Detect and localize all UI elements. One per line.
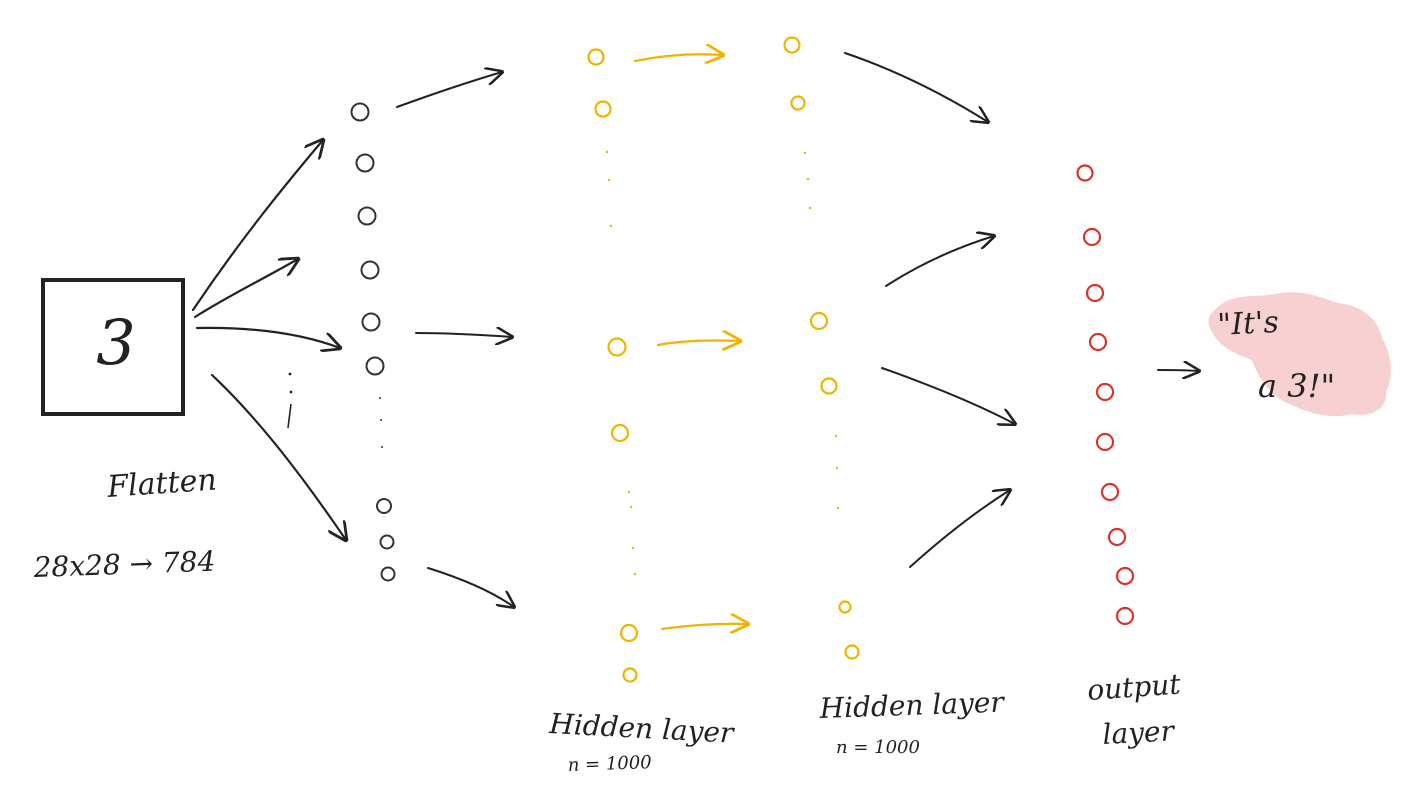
input-fan-arrows — [191, 140, 346, 540]
input-neuron — [380, 566, 396, 582]
input-image-frame — [41, 278, 185, 416]
arrow — [195, 326, 340, 348]
output-title-line1: output — [1086, 667, 1182, 706]
input-neuron — [376, 498, 392, 514]
hidden2-neuron — [844, 644, 860, 660]
hidden2-neuron — [838, 600, 852, 614]
input-fan-ellipsis — [287, 372, 293, 429]
output-neuron — [1088, 332, 1108, 352]
arrow — [885, 236, 994, 287]
arrow — [210, 373, 346, 540]
hidden1-neuron — [594, 100, 612, 118]
output-title-line2: layer — [1102, 714, 1177, 751]
prediction-line1: "It's — [1217, 305, 1280, 343]
hidden2-ellipsis — [803, 151, 840, 510]
output-neuron — [1115, 566, 1135, 586]
hidden2-size: n = 1000 — [836, 737, 920, 758]
input-layer-ellipsis — [378, 396, 384, 449]
flatten-label: Flatten — [105, 462, 218, 505]
arrow — [193, 259, 298, 319]
output-neuron — [1100, 482, 1120, 502]
input-to-hidden1-arrows — [396, 72, 514, 607]
input-neuron — [350, 102, 370, 122]
arrow — [909, 490, 1010, 568]
prediction-highlight — [1208, 292, 1391, 417]
hidden2-neuron — [820, 377, 838, 395]
hidden1-size: n = 1000 — [567, 752, 652, 776]
input-neuron — [360, 260, 380, 280]
arrow — [844, 52, 988, 122]
arrow — [633, 54, 723, 61]
hidden2-neuron — [783, 36, 801, 54]
arrow — [656, 340, 740, 345]
output-neuron — [1107, 527, 1127, 547]
input-neuron — [365, 356, 385, 376]
hidden-layer-2 — [783, 36, 860, 660]
input-shape-label: 28x28 → 784 — [32, 545, 216, 584]
hidden1-neuron — [610, 423, 630, 443]
arrow — [881, 367, 1015, 424]
input-image: 3 — [41, 278, 185, 416]
arrow — [191, 140, 323, 312]
hidden-layer-1 — [587, 48, 639, 683]
output-neuron — [1085, 283, 1105, 303]
output-to-prediction-arrow — [1157, 370, 1199, 371]
output-neuron — [1095, 382, 1115, 402]
input-neuron — [357, 206, 377, 226]
input-layer — [350, 102, 396, 582]
hidden1-neuron — [587, 48, 605, 66]
input-digit: 3 — [96, 306, 135, 379]
input-neuron — [355, 153, 375, 173]
arrow — [427, 567, 514, 607]
output-neuron — [1076, 164, 1094, 182]
hidden2-neuron — [809, 311, 829, 331]
arrow — [415, 333, 512, 337]
hidden1-neuron — [622, 667, 638, 683]
input-neuron — [361, 312, 381, 332]
output-neuron — [1095, 432, 1115, 452]
hidden1-ellipsis — [605, 150, 637, 576]
hidden2-to-output-arrows — [844, 52, 1015, 568]
hidden1-title: Hidden layer — [548, 707, 736, 750]
hidden2-neuron — [790, 95, 806, 111]
hidden1-to-hidden2-arrows — [633, 54, 748, 629]
arrow — [396, 72, 502, 108]
input-neuron — [379, 534, 395, 550]
output-neuron — [1115, 606, 1135, 626]
arrow — [660, 624, 748, 629]
prediction-line2: a 3!" — [1258, 367, 1335, 405]
output-layer — [1076, 164, 1135, 626]
hidden1-neuron — [607, 337, 627, 357]
hidden2-title: Hidden layer — [818, 686, 1006, 725]
hidden1-neuron — [619, 623, 639, 643]
output-neuron — [1082, 227, 1102, 247]
